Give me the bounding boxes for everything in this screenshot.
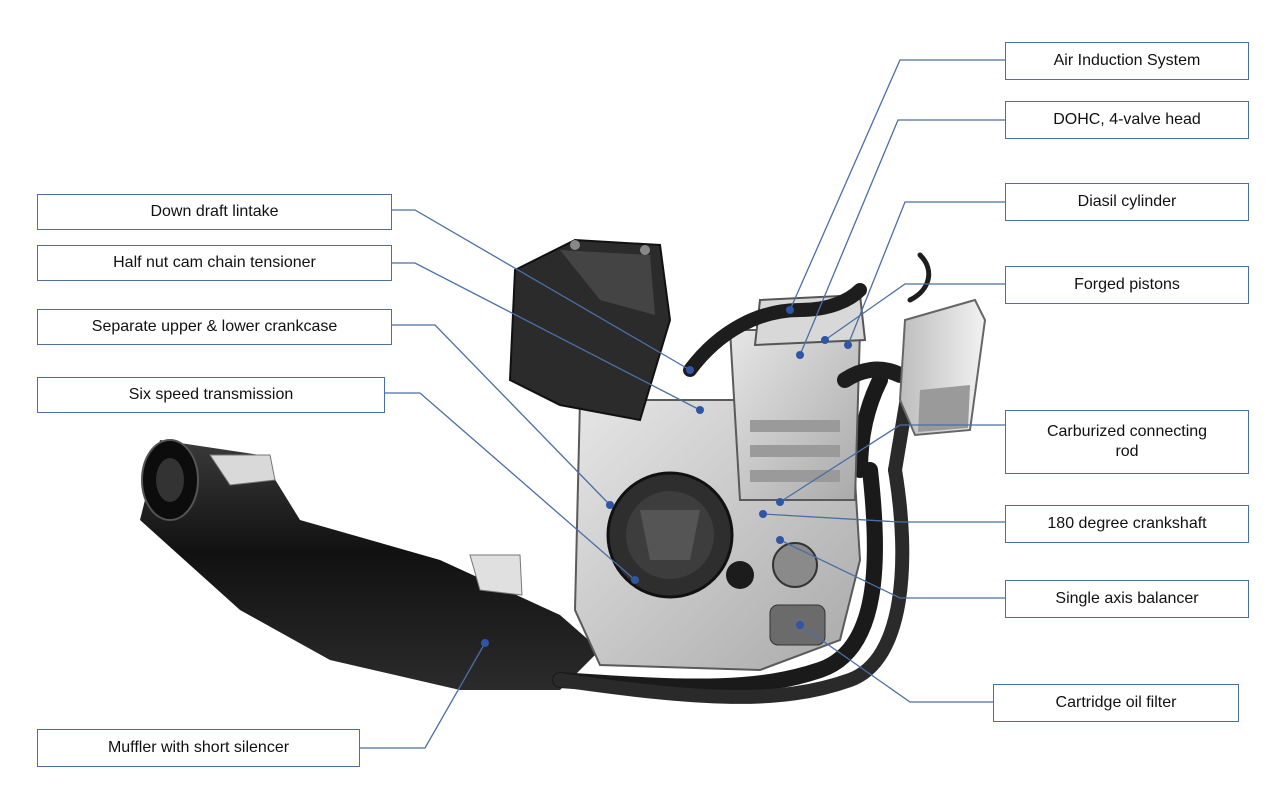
- leader-line-half-nut-tensioner: [392, 262, 701, 411]
- label-diasil-cylinder: Diasil cylinder: [1005, 183, 1249, 221]
- exhaust-headers: [552, 372, 917, 704]
- dot-diasil-cylinder: [844, 341, 852, 349]
- leader-dots: [481, 306, 852, 647]
- label-separate-upper-lower-crankcase: Separate upper & lower crankcase: [37, 309, 392, 345]
- label-180-degree-crankshaft: 180 degree crankshaft: [1005, 505, 1249, 543]
- leader-line-down-draft-intake: [392, 209, 691, 371]
- dot-half-nut-tensioner: [696, 406, 704, 414]
- label-dohc-4-valve-head: DOHC, 4-valve head: [1005, 101, 1249, 139]
- leader-line-six-speed: [385, 392, 636, 581]
- label-carburized-connecting-rod: Carburized connecting rod: [1005, 410, 1249, 474]
- dot-forged-pistons: [821, 336, 829, 344]
- dot-muffler: [481, 639, 489, 647]
- leader-line-dohc-head: [799, 119, 1005, 356]
- leader-line-carburized-rod: [779, 424, 1005, 503]
- dot-carburized-rod: [776, 498, 784, 506]
- label-forged-pistons: Forged pistons: [1005, 266, 1249, 304]
- label-half-nut-cam-chain-tensioner: Half nut cam chain tensioner: [37, 245, 392, 281]
- coolant-reservoir-shape: [898, 298, 987, 437]
- label-six-speed-transmission: Six speed transmission: [37, 377, 385, 413]
- dot-down-draft-intake: [686, 366, 694, 374]
- leader-line-balancer: [779, 539, 1005, 599]
- leader-line-air-induction: [789, 59, 1005, 311]
- dot-separate-crankcase: [606, 501, 614, 509]
- label-cartridge-oil-filter: Cartridge oil filter: [993, 684, 1239, 722]
- label-muffler-with-short-silencer: Muffler with short silencer: [37, 729, 360, 767]
- dot-air-induction: [786, 306, 794, 314]
- dot-balancer: [776, 536, 784, 544]
- label-air-induction-system: Air Induction System: [1005, 42, 1249, 80]
- leader-lines: [360, 59, 1005, 749]
- dot-oil-filter: [796, 621, 804, 629]
- label-down-draft-intake: Down draft lintake: [37, 194, 392, 230]
- dot-dohc-head: [796, 351, 804, 359]
- leader-line-forged-pistons: [824, 283, 1005, 341]
- leader-line-muffler: [360, 642, 486, 749]
- airbox-shape: [508, 238, 672, 422]
- dot-crankshaft: [759, 510, 767, 518]
- intake-tubes: [683, 252, 932, 388]
- leader-line-oil-filter: [799, 624, 993, 703]
- muffler-shape: [140, 439, 600, 690]
- leader-line-crankshaft: [762, 513, 1005, 523]
- leader-line-diasil-cylinder: [847, 201, 1005, 346]
- leader-line-separate-crankcase: [392, 324, 611, 506]
- dot-six-speed: [631, 576, 639, 584]
- label-single-axis-balancer: Single axis balancer: [1005, 580, 1249, 618]
